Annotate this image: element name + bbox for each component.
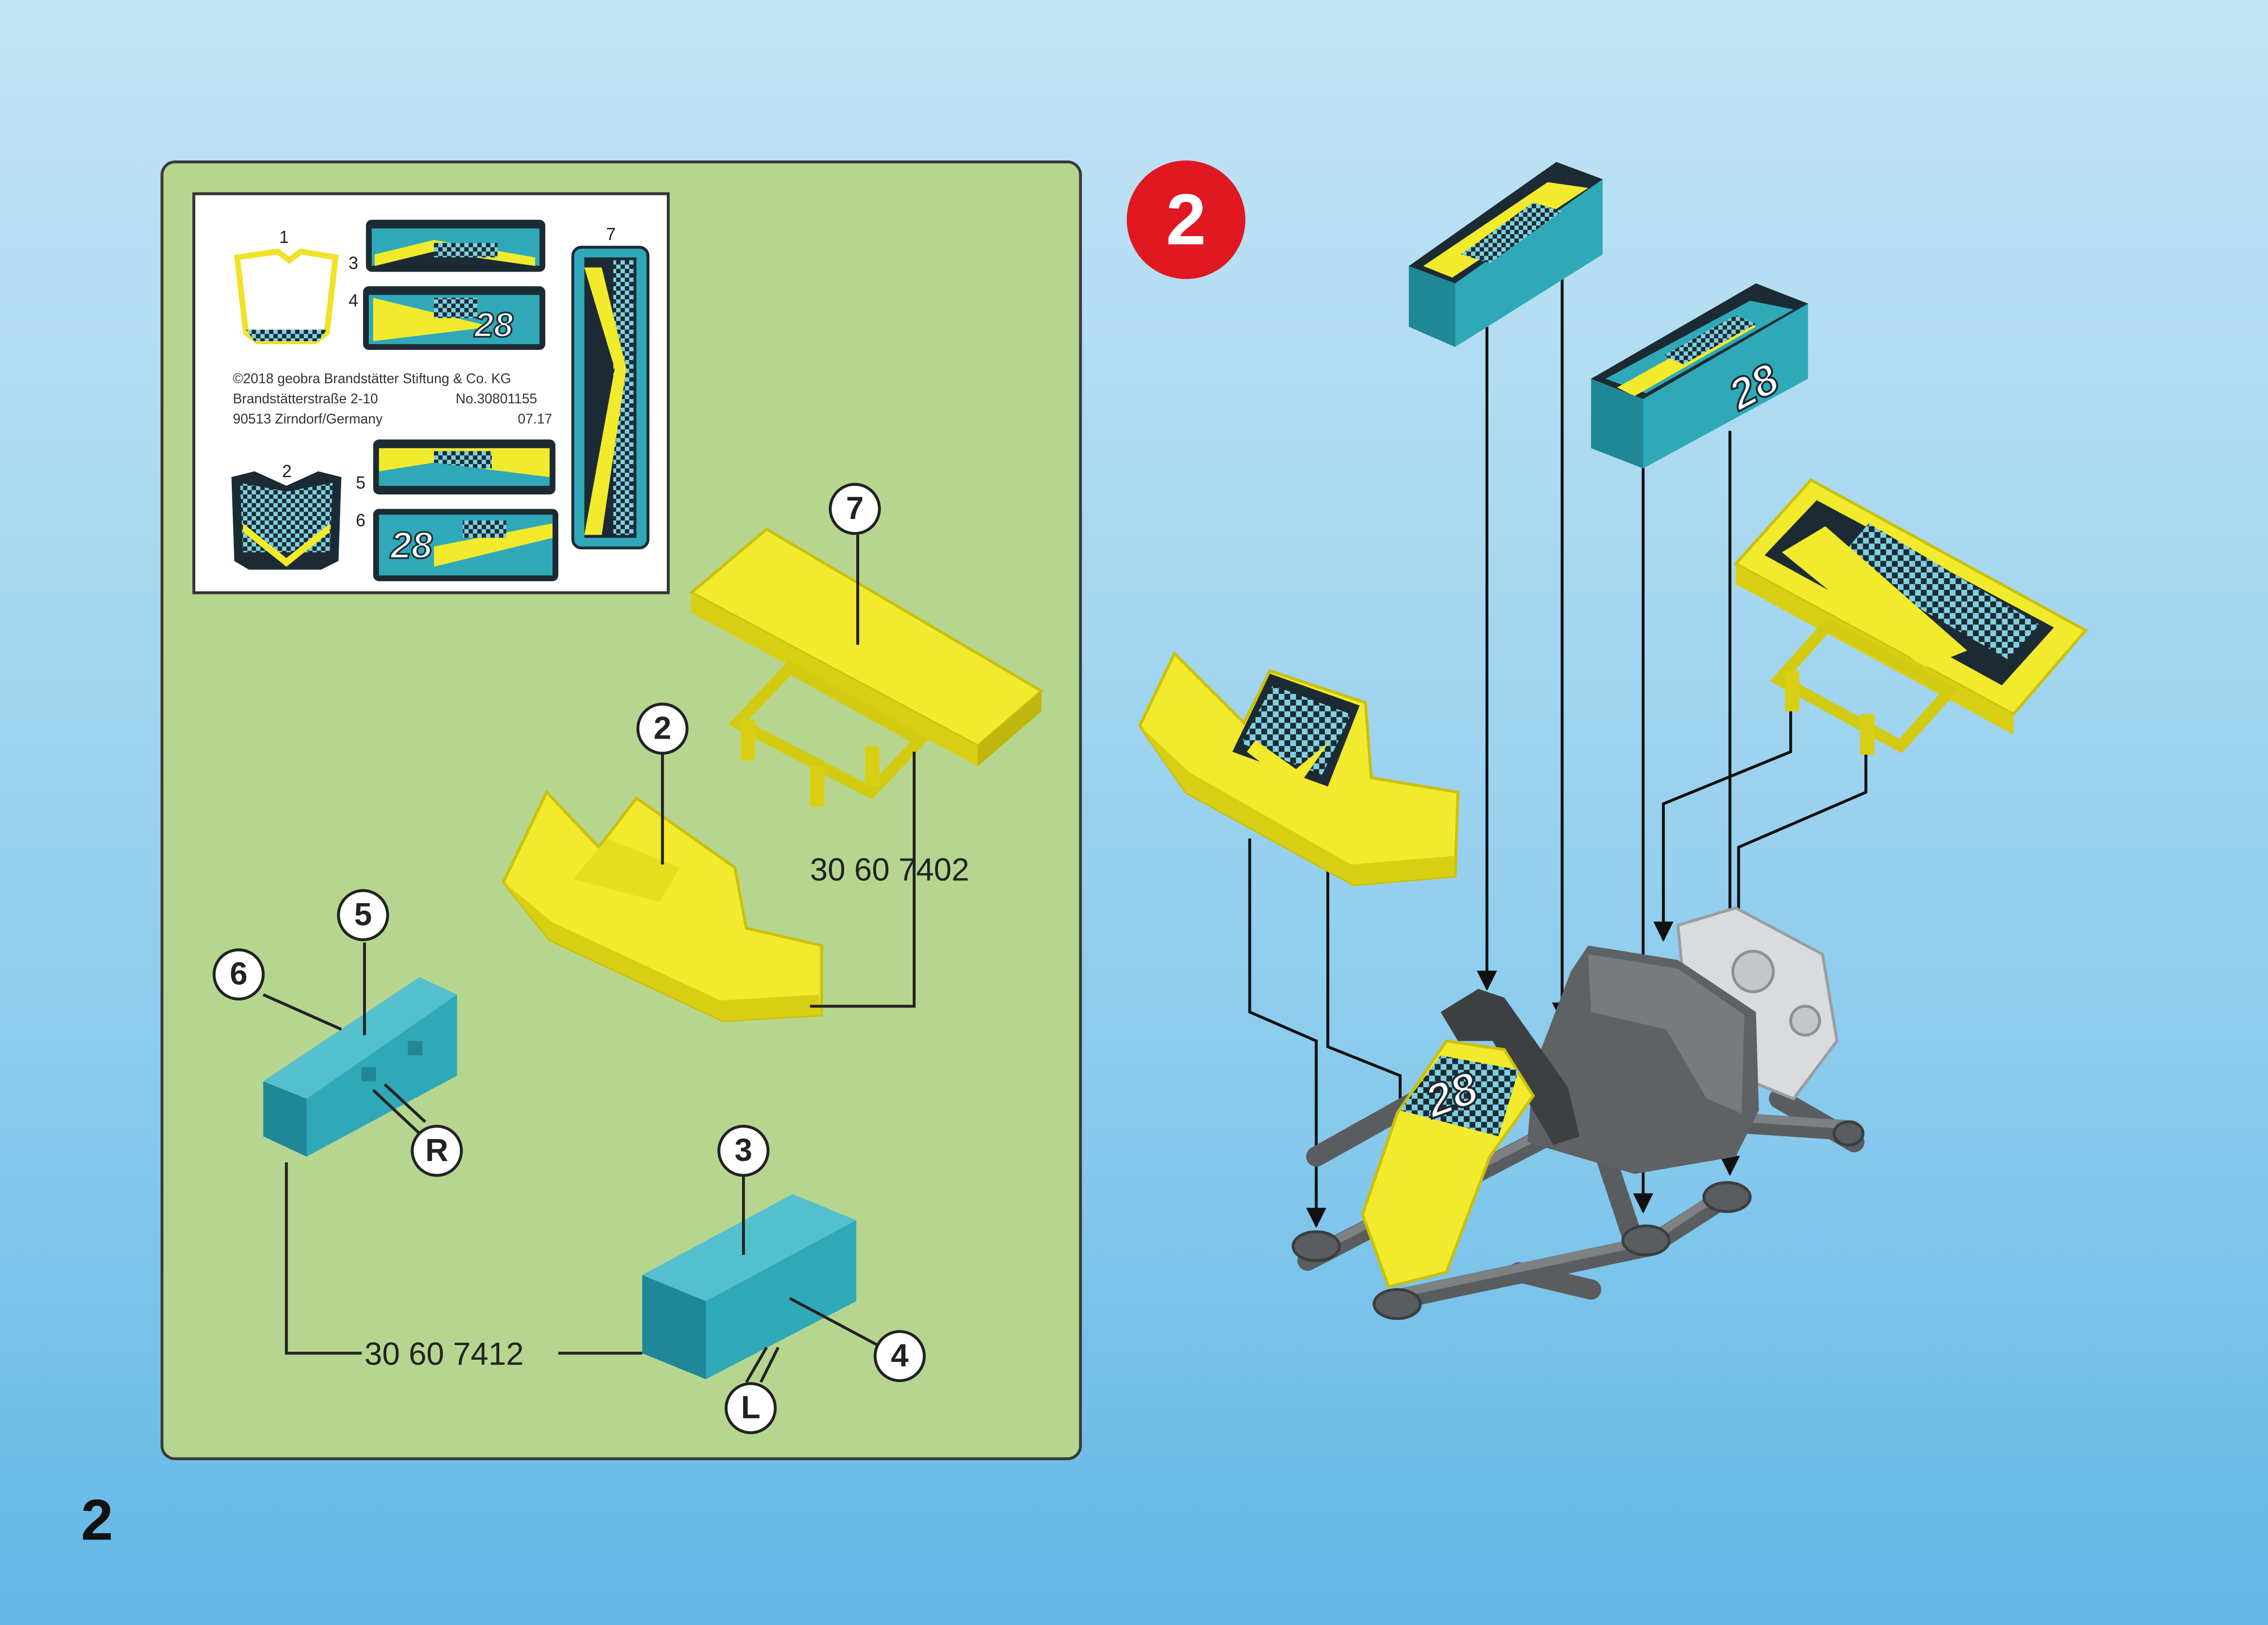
- assembly-numbered-side-piece: 28: [1591, 283, 1808, 468]
- sticker-6: 28: [373, 509, 558, 581]
- step-number-badge: 2: [1127, 160, 1246, 279]
- callout-l: L: [725, 1382, 777, 1434]
- callout-4: 4: [874, 1330, 926, 1382]
- part-code-blue: 30 60 7412: [364, 1336, 524, 1373]
- sticker-4-label: 28: [473, 306, 513, 345]
- sticker-4: 28: [363, 286, 545, 350]
- sticker-1: [237, 252, 335, 341]
- sticker-6-label: 28: [390, 524, 433, 566]
- assembly-rear-wing: [1736, 480, 2086, 755]
- sticker-5: [373, 439, 555, 494]
- kart-chassis: 28: [1293, 908, 1863, 1318]
- assembly-nose: [1140, 654, 1458, 885]
- page-number: 2: [81, 1489, 113, 1554]
- callout-r: R: [411, 1125, 463, 1177]
- part-7-rear-wing: [692, 529, 1041, 807]
- part-code-yellow: 30 60 7402: [810, 851, 970, 889]
- assembly-top-side-piece: [1409, 162, 1603, 347]
- callout-5: 5: [337, 889, 389, 941]
- sticker-3: [366, 220, 545, 272]
- callout-6: 6: [213, 949, 265, 1001]
- callout-2: 2: [637, 703, 689, 755]
- callout-3: 3: [717, 1125, 769, 1177]
- callout-7: 7: [829, 483, 881, 535]
- sticker-2: [231, 471, 341, 570]
- part-3-4-side-piece: [642, 1194, 857, 1379]
- sticker-7: [573, 247, 648, 548]
